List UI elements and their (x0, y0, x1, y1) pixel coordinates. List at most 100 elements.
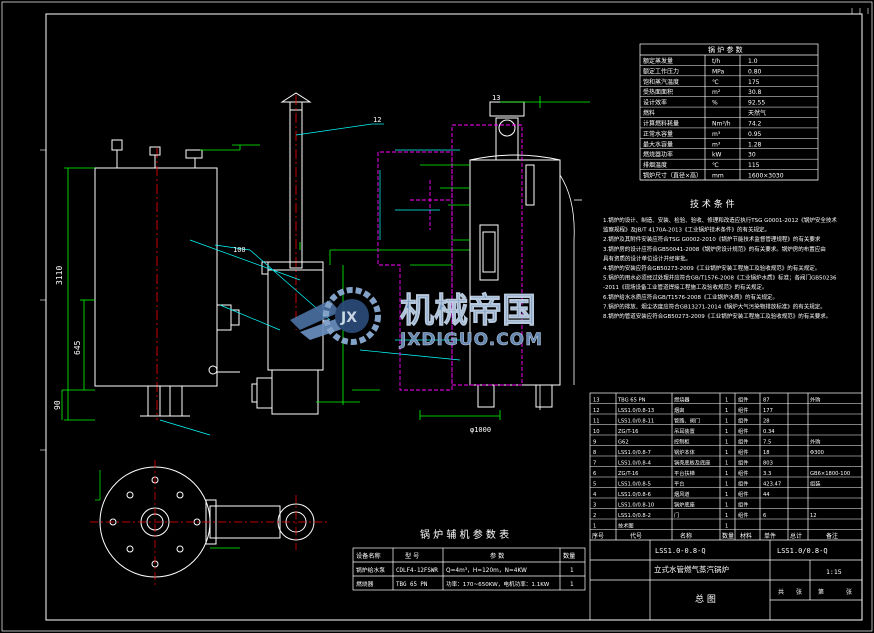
plan-dim-green (95, 470, 240, 549)
params-row-name: 设计效率 (643, 99, 667, 107)
dim-90-label: 90 (53, 400, 62, 410)
bom-cell-no: 8 (593, 450, 596, 456)
bom-cell-no: 11 (593, 418, 600, 424)
bom-cell-mat: 组件 (738, 479, 748, 487)
center-pipes (299, 242, 501, 420)
bom-cell-qty: 1 (725, 397, 728, 403)
chimney (280, 92, 312, 330)
bom-cell-no: 3 (593, 502, 596, 508)
tech-req-line: 监察规程》及JB/T 4170A-2013《工业锅炉技术条件》的有关规定。 (603, 226, 770, 234)
bom-cell-name: 管路、阀门 (674, 416, 700, 424)
bom-cell-mat: 组件 (738, 490, 748, 498)
bom-cell-note: 外购 (810, 395, 820, 403)
bom-h1: 代号 (630, 532, 642, 540)
equip-r1-c2: 功率：170~650KW，电机功率：1.1KW (446, 580, 550, 588)
params-row-unit: m³ (712, 131, 721, 138)
bom-cell-note: GB6×1800-100 (810, 471, 850, 477)
bom-cell-mat: 组件 (738, 469, 748, 477)
title-block-drawing-no-right: LSS1.0/0.8-Q (777, 547, 828, 555)
bom-cell-w1: 423.47 (763, 481, 781, 487)
bom-cell-name: 锅炉底座 (674, 500, 695, 508)
bom-cell-code: LSS1.0/0.8-2 (618, 513, 651, 519)
tech-req-line: 7.锅炉的排放、烟尘浓度应符合GB13271-2014《锅炉大气污染物排放标准》… (603, 302, 826, 310)
bom-cell-note: 组装 (810, 479, 820, 487)
bom-cell-w1: 803 (763, 460, 773, 466)
title-block-sheet-label: 共 (778, 588, 784, 596)
params-row-value: 30.8 (748, 89, 762, 96)
bom-cell-code: G62 (618, 439, 629, 445)
params-row-name: 计算燃料耗量 (643, 119, 679, 127)
bom-cell-mat: 组件 (738, 448, 748, 456)
bom-cell-no: 5 (593, 481, 596, 487)
bom-cell-w1: 87 (763, 397, 770, 403)
tech-req-line: 2.锅炉及其附件安装应符合TSG G0002-2010《锅炉节能技术监督管理规程… (603, 235, 821, 243)
bom-cell-name: 锅炉本体 (674, 448, 696, 456)
bom-cell-mat: 组件 (738, 437, 748, 445)
watermark-logo: JX (340, 310, 357, 326)
params-row-unit: ℃ (712, 162, 719, 169)
equip-r1-c3: 1 (570, 582, 574, 588)
watermark-gear (323, 287, 381, 345)
bom-cell-name: 控制柜 (674, 437, 690, 445)
equip-r0-c1: CDLF4-12FSWR (396, 568, 438, 574)
bom-cell-qty: 1 (725, 418, 728, 424)
bom-cell-qty: 1 (725, 492, 728, 498)
params-row-name: 正常水容量 (643, 130, 673, 138)
bom-cell-no: 12 (593, 408, 600, 414)
title-block-sheet-label2: 张 (796, 588, 802, 596)
bom-cell-mat: 组件 (738, 511, 748, 519)
equip-h3: 数量 (563, 552, 575, 560)
bom-cell-name: 烟囱 (674, 406, 684, 414)
equip-r1-c1: TBG 65 PN (396, 582, 428, 588)
bom-cell-w1: 3.3 (763, 471, 771, 477)
params-row-unit: MPa (712, 68, 725, 75)
bom-cell-code: 技术图 (618, 521, 634, 529)
params-row-name: 额定工作压力 (643, 67, 679, 75)
params-row-name: 燃料 (643, 109, 655, 117)
bom-cell-w1: 18 (763, 450, 770, 456)
bom-cell-code: LSS1.0/0.8-5 (618, 481, 651, 487)
params-row-value: 0.80 (748, 68, 762, 75)
drawing-frame-inner (45, 13, 863, 621)
title-block-grid (590, 540, 862, 620)
title-block-scale: 1:15 (826, 568, 842, 576)
bom-cell-no: 13 (593, 397, 600, 403)
bom-cell-no: 7 (593, 460, 596, 466)
equip-r1-c0: 燃烧器 (356, 580, 374, 588)
dim-width-label: φ1000 (470, 426, 491, 434)
title-block-drawing-no: LSS1.0-0.8-Q (655, 547, 706, 555)
params-row-value: 1.0 (748, 58, 758, 65)
tech-req-line: 4.锅炉的安装应符合GB50273-2009《工业锅炉安装工程施工及验收规范》的… (603, 264, 820, 272)
bom-cell-note: 外购 (810, 437, 820, 445)
balloon-12: 12 (373, 116, 381, 124)
boiler-main-body (469, 101, 561, 408)
bom-cell-w1: 44 (763, 492, 770, 498)
bom-h2: 名称 (680, 532, 692, 540)
right-pipes (410, 96, 590, 266)
burner-body (251, 261, 324, 415)
params-row-unit: m² (712, 89, 721, 96)
equip-table-grid (352, 547, 586, 591)
params-row-value: 175 (748, 79, 760, 86)
params-row-name: 额定蒸发量 (643, 57, 673, 65)
bom-cell-name: 烟风道 (674, 490, 690, 498)
tech-req-line: 具有资质的设计单位设计并经审批。 (603, 254, 691, 262)
bom-header: 序号 代号 名称 数量 材料 单件 总计 备注 (592, 532, 838, 540)
dim-645-label: 645 (73, 340, 82, 355)
bom-cell-code: LSS1.0/0.8-11 (618, 418, 654, 424)
leader-lines (159, 123, 461, 436)
equip-h2: 参 数 (490, 552, 505, 560)
bom-cell-qty: 1 (725, 513, 728, 519)
params-row-value: 30 (748, 152, 756, 159)
title-block-page-label2: 张 (846, 588, 852, 596)
equip-h1: 型 号 (405, 552, 419, 560)
left-tank-view (94, 139, 240, 420)
params-table-title: 锅 炉 参 数 (708, 45, 743, 54)
tech-req-title: 技 术 条 件 (690, 198, 735, 210)
bom-cell-w1: 7.5 (763, 439, 771, 445)
bom-cell-code: LSS1.0/0.8-6 (618, 492, 651, 498)
params-row-unit: Nm³/h (712, 120, 731, 127)
bom-cell-name: 燃烧器 (674, 395, 690, 403)
equip-r0-c0: 锅炉给水泵 (356, 566, 385, 574)
